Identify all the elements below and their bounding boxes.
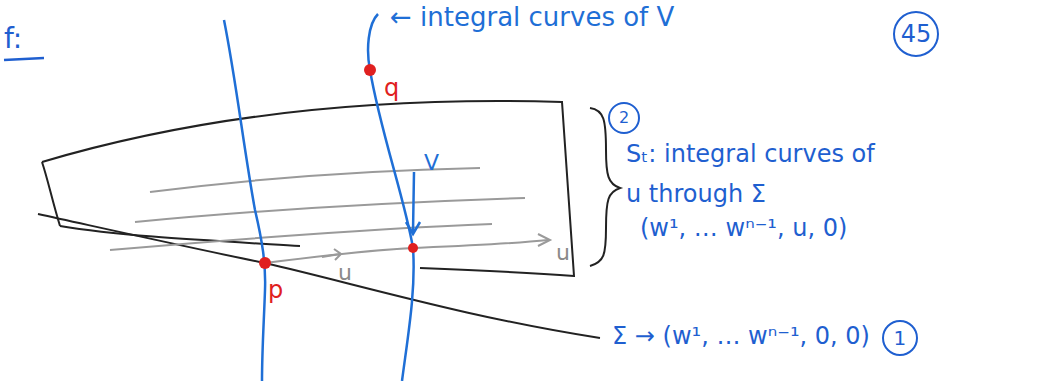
u-curve <box>265 240 548 263</box>
u-arrow <box>538 234 550 246</box>
u-arrow <box>322 249 341 260</box>
vector-label: u <box>556 240 570 266</box>
point-q <box>364 64 376 76</box>
point-label: q <box>384 74 399 103</box>
circled-number-text: 1 <box>894 328 907 348</box>
circled-number: 45 <box>893 11 940 58</box>
point-label: p <box>268 276 283 305</box>
proof-heading: f: <box>4 22 22 56</box>
sigma-curve <box>38 214 600 338</box>
vector-label: V <box>424 150 439 176</box>
circled-number: 1 <box>882 320 918 356</box>
u-curve <box>135 198 525 222</box>
point-p <box>259 257 271 269</box>
note-text: Sₜ: integral curves of u through Σ <box>626 134 896 214</box>
brace <box>590 108 620 266</box>
surface-edge <box>60 226 300 246</box>
vector-label: u <box>338 260 352 286</box>
v-curve <box>224 20 265 381</box>
coordinate-text: Σ → (w¹, … wⁿ⁻¹, 0, 0) <box>612 322 870 351</box>
circled-number-text: 45 <box>901 22 932 46</box>
coordinate-text: (w¹, … wⁿ⁻¹, u, 0) <box>640 214 847 243</box>
surface-outline <box>42 101 574 276</box>
circled-number-text: 2 <box>619 110 629 126</box>
circled-number: 2 <box>608 102 640 134</box>
point <box>408 243 418 253</box>
curve-label: ← integral curves of V <box>390 2 674 33</box>
v-arrow <box>406 172 420 234</box>
underline <box>4 58 44 60</box>
